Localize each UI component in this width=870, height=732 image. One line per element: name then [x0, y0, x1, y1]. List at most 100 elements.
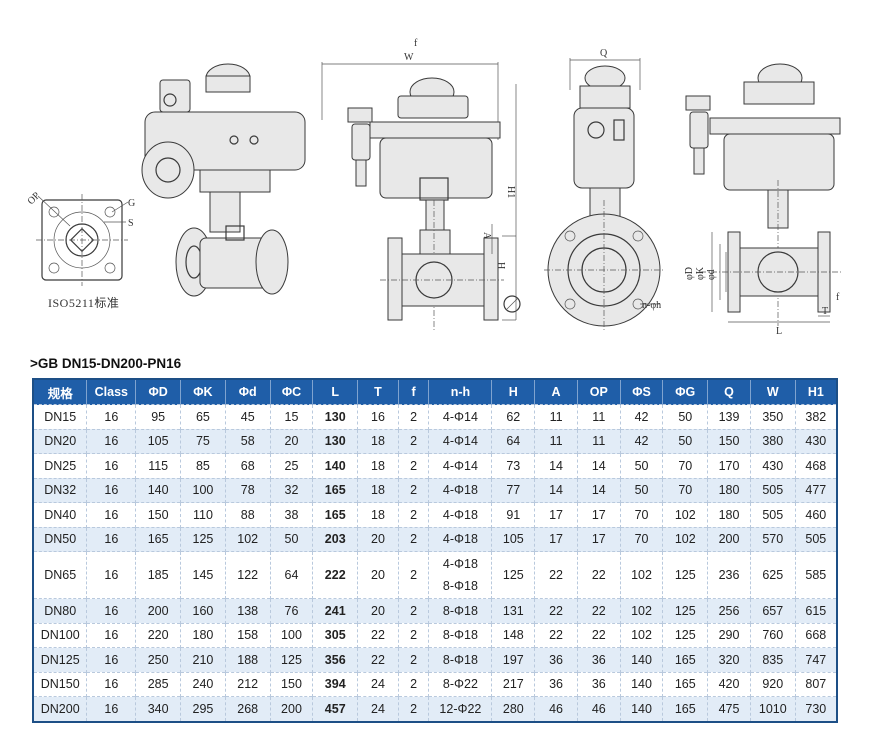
column-header: f: [398, 380, 430, 405]
dim-nh: n-φh: [642, 300, 661, 311]
table-cell: 85: [180, 453, 226, 478]
table-cell: 16: [86, 551, 137, 599]
table-cell: 16: [357, 404, 399, 429]
table-cell: 20: [357, 526, 399, 552]
table-cell: 140: [620, 647, 664, 672]
valve-technical-drawing: OP G S W: [26, 38, 842, 337]
table-cell: 8-Φ18: [428, 647, 493, 672]
table-cell: 36: [534, 647, 578, 672]
table-cell: 1010: [750, 696, 796, 721]
table-cell: 2: [398, 404, 430, 429]
table-cell: 2: [398, 551, 430, 599]
table-cell: 210: [180, 647, 226, 672]
table-cell: 125: [662, 622, 709, 648]
dim-q: Q: [600, 48, 608, 59]
dim-h: H: [495, 262, 506, 269]
table-cell: 36: [534, 671, 578, 697]
table-cell: 50: [270, 526, 314, 552]
table-cell: DN32: [34, 477, 88, 503]
table-cell: 17: [534, 526, 578, 552]
table-cell: 212: [225, 671, 271, 697]
table-cell: 280: [491, 696, 536, 721]
table-cell: 747: [795, 647, 836, 672]
table-cell: 16: [86, 647, 137, 672]
table-cell: 165: [135, 526, 182, 552]
table-cell: 36: [577, 671, 621, 697]
column-header: n-h: [428, 380, 493, 405]
column-header: W: [750, 380, 796, 405]
table-cell: 188: [225, 647, 271, 672]
column-header: L: [312, 380, 359, 405]
table-cell: 150: [707, 428, 751, 454]
table-cell: 22: [357, 622, 399, 648]
table-cell: 125: [662, 598, 709, 623]
table-cell: 50: [662, 404, 709, 429]
table-cell: 14: [577, 453, 621, 478]
column-header: OP: [577, 380, 621, 405]
table-cell: 4-Φ14: [428, 428, 493, 454]
table-cell: 91: [491, 502, 536, 527]
table-cell: 165: [662, 696, 709, 721]
valve-side-view: Q n-φh: [544, 48, 664, 330]
table-cell: 807: [795, 671, 836, 697]
table-cell: 140: [620, 696, 664, 721]
table-cell: 180: [707, 502, 751, 527]
dim-g: G: [128, 198, 135, 209]
table-cell: 350: [750, 404, 796, 429]
table-cell: 505: [750, 477, 796, 503]
table-cell: 16: [86, 622, 137, 648]
table-cell: 140: [620, 671, 664, 697]
table-cell: 18: [357, 477, 399, 503]
table-cell: 75: [180, 428, 226, 454]
table-cell: 8-Φ18: [428, 598, 493, 623]
table-cell: DN50: [34, 526, 88, 552]
table-cell: 20: [270, 428, 314, 454]
table-cell: 14: [577, 477, 621, 503]
dim-w: W: [404, 52, 414, 63]
table-cell: 50: [662, 428, 709, 454]
table-cell: 200: [270, 696, 314, 721]
table-cell: 65: [180, 404, 226, 429]
table-cell: 22: [534, 598, 578, 623]
table-cell: 2: [398, 696, 430, 721]
table-cell: DN150: [34, 671, 88, 697]
table-cell: DN80: [34, 598, 88, 623]
table-cell: 460: [795, 502, 836, 527]
table-cell: 102: [662, 502, 709, 527]
table-cell: 200: [707, 526, 751, 552]
table-cell: 380: [750, 428, 796, 454]
column-header: Q: [707, 380, 751, 405]
table-cell: 45: [225, 404, 271, 429]
table-cell: 290: [707, 622, 751, 648]
table-cell: 2: [398, 598, 430, 623]
table-cell: 88: [225, 502, 271, 527]
table-cell: 475: [707, 696, 751, 721]
table-cell: 64: [270, 551, 314, 599]
table-cell: 222: [312, 551, 359, 599]
dim-dd: φd: [706, 269, 717, 280]
table-cell: 11: [577, 404, 621, 429]
table-cell: 95: [135, 404, 182, 429]
table-cell: 165: [662, 647, 709, 672]
table-cell: 203: [312, 526, 359, 552]
table-cell: 46: [577, 696, 621, 721]
column-header: T: [357, 380, 399, 405]
table-cell: 36: [577, 647, 621, 672]
table-cell: 100: [180, 477, 226, 503]
table-cell: 16: [86, 671, 137, 697]
table-cell: 11: [534, 428, 578, 454]
table-cell: 18: [357, 453, 399, 478]
table-cell: 20: [357, 598, 399, 623]
table-cell: 241: [312, 598, 359, 623]
table-cell: 340: [135, 696, 182, 721]
table-cell: 122: [225, 551, 271, 599]
table-cell: 25: [270, 453, 314, 478]
table-cell: 220: [135, 622, 182, 648]
table-cell: 16: [86, 453, 137, 478]
column-header: 规格: [34, 380, 88, 405]
